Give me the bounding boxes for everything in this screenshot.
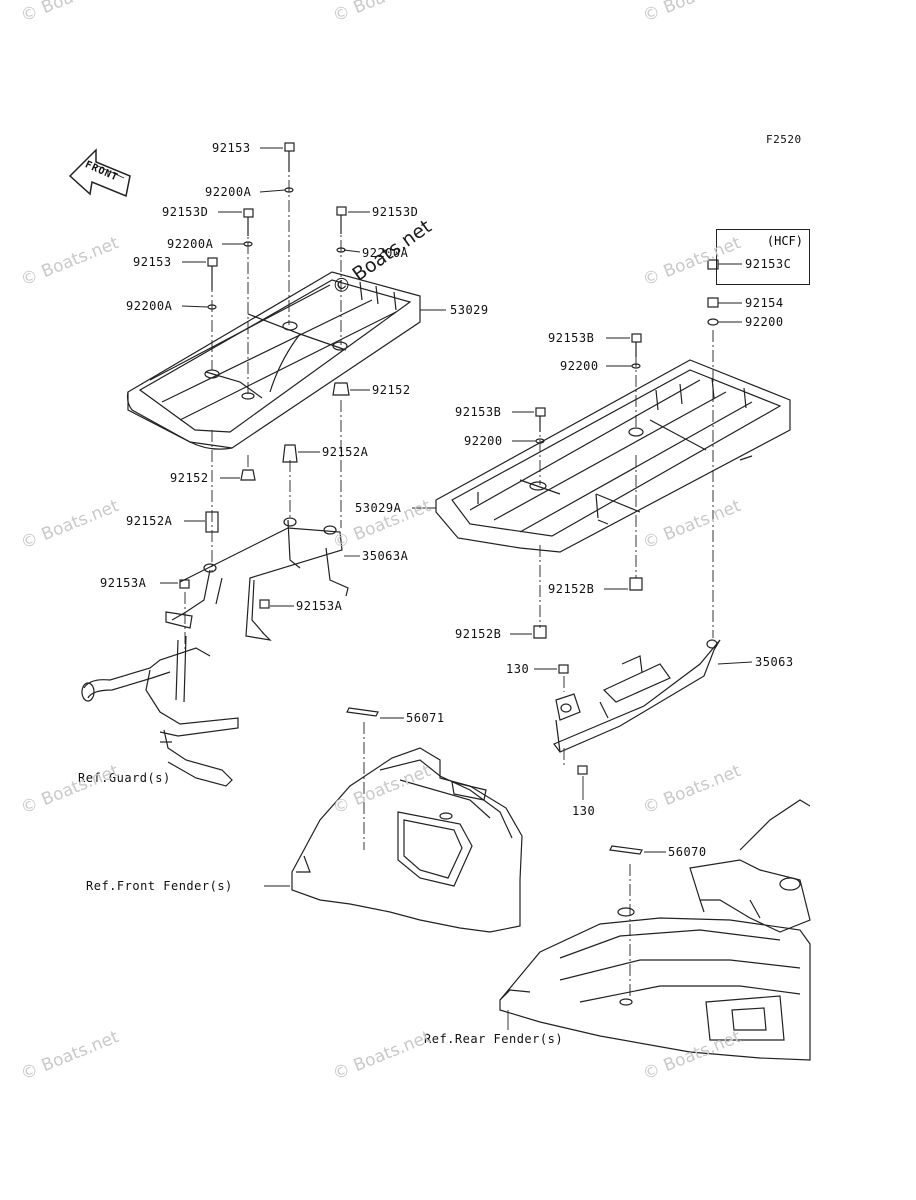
label-56071 (346, 707, 379, 717)
front-bracket-35063A (165, 517, 349, 641)
hcf-variant-box: (HCF) (716, 229, 810, 285)
label-92152A-left: 92152A (126, 514, 173, 528)
label-92153D-left: 92153D (162, 205, 209, 219)
label-92200A-3: 92200A (126, 299, 173, 313)
label-92200A-right: 92200A (362, 246, 409, 260)
front-leader-dashes (184, 160, 342, 650)
figure-code: F2520 (766, 133, 802, 146)
label-92200A-2: 92200A (167, 237, 214, 251)
ref-guard-label: Ref.Guard(s) (78, 771, 171, 785)
label-92153A-right: 92153A (296, 599, 343, 613)
label-92153-top: 92153 (212, 141, 251, 155)
label-92153A-left: 92153A (100, 576, 147, 590)
label-56070: 56070 (668, 845, 707, 859)
label-53029A: 53029A (355, 501, 402, 515)
label-35063: 35063 (755, 655, 794, 669)
label-92200A-1: 92200A (205, 185, 252, 199)
ref-rear-fender-label: Ref.Rear Fender(s) (424, 1032, 564, 1046)
label-56071: 56071 (406, 711, 445, 725)
label-53029: 53029 (450, 303, 489, 317)
label-92153D-right: 92153D (372, 205, 419, 219)
ref-front-fender-label: Ref.Front Fender(s) (86, 879, 233, 893)
label-92200-1: 92200 (560, 359, 599, 373)
label-92200-hcf: 92200 (745, 315, 784, 329)
label-92152-right: 92152 (372, 383, 411, 397)
rear-carrier-53029A (435, 359, 791, 553)
label-92154: 92154 (745, 296, 784, 310)
front-carrier-53029 (126, 271, 421, 450)
front-fender (291, 747, 523, 933)
label-130-bottom: 130 (572, 804, 596, 818)
label-92153B-1: 92153B (548, 331, 595, 345)
front-guard (81, 635, 239, 787)
label-92200-2: 92200 (464, 434, 503, 448)
label-35063A: 35063A (362, 549, 409, 563)
hcf-note: (HCF) (766, 234, 803, 248)
front-arrow-icon (68, 148, 131, 198)
label-92153-mid: 92153 (133, 255, 172, 269)
label-56070 (609, 845, 643, 855)
label-92152B-1: 92152B (548, 582, 595, 596)
rear-bracket-35063 (553, 639, 721, 753)
rear-fasteners (533, 259, 719, 775)
rear-fender (499, 799, 811, 1061)
label-92152A-right: 92152A (322, 445, 369, 459)
label-92152B-2: 92152B (455, 627, 502, 641)
leader-lines (160, 147, 753, 1030)
label-92153B-2: 92153B (455, 405, 502, 419)
label-130-top: 130 (506, 662, 530, 676)
label-92152-left: 92152 (170, 471, 209, 485)
label-92153C: 92153C (745, 257, 792, 271)
